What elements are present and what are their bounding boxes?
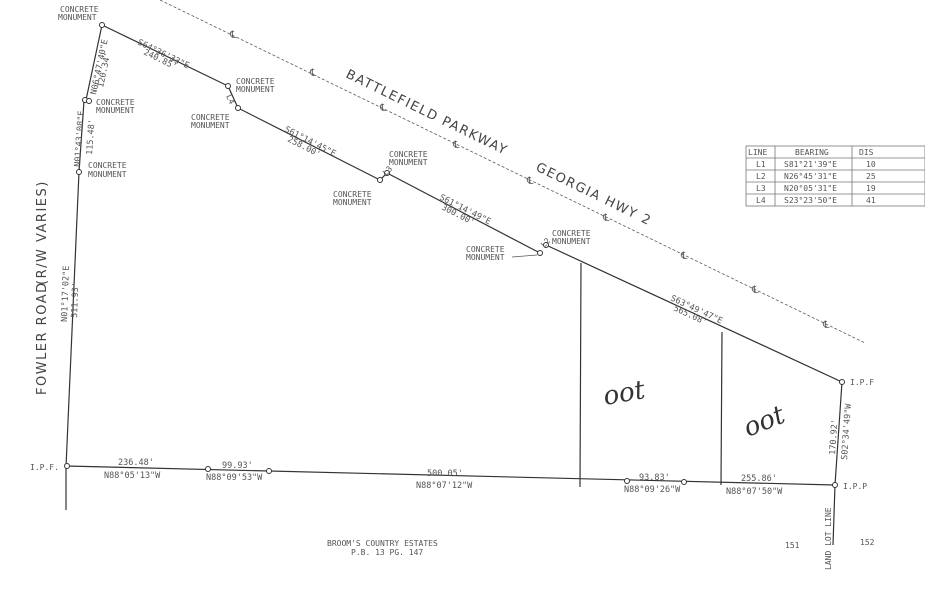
fowler-road-label: FOWLER ROAD xyxy=(35,281,50,395)
table-cell: L1 xyxy=(756,160,766,169)
centerline-symbol: ℄ xyxy=(229,30,237,41)
iron-pin-label: I.P.P xyxy=(843,482,867,491)
course-bearing: N01°17'02"E xyxy=(60,265,72,322)
monument-marker xyxy=(384,170,390,176)
centerline-symbol: ℄ xyxy=(379,103,387,114)
table-header: BEARING xyxy=(795,148,829,157)
monument-label: MONUMENT xyxy=(88,170,127,179)
line-label-l4: L4 xyxy=(224,93,236,106)
monument-marker xyxy=(76,169,82,175)
table-cell: S23°23'50"E xyxy=(784,196,837,205)
table-cell: 19 xyxy=(866,184,876,193)
table-header: DIS xyxy=(859,148,874,157)
table-cell: S81°21'39"E xyxy=(784,160,837,169)
centerline-symbol: ℄ xyxy=(452,140,460,151)
monument-label: CONCRETE xyxy=(466,245,505,254)
land-lot-151: 151 xyxy=(785,541,800,550)
course-bearing: N88°09'26"W xyxy=(624,485,681,495)
monument-label: CONCRETE xyxy=(191,113,230,122)
course-distance: 236.48' xyxy=(118,458,154,468)
course-distance: 511.93' xyxy=(70,282,81,318)
monument-label: MONUMENT xyxy=(466,253,505,262)
course-bearing: N88°07'12"W xyxy=(416,481,473,491)
monuments xyxy=(64,22,845,488)
course-distance: 170.92' xyxy=(828,419,840,455)
land-lot-line-label: LAND LOT LINE xyxy=(824,507,833,570)
line-table: LINE BEARING DIS L1 S81°21'39"E 10 L2 N2… xyxy=(745,145,925,207)
monument-label: MONUMENT xyxy=(389,158,428,167)
table-cell: N26°45'31"E xyxy=(784,172,837,181)
iron-pin-marker xyxy=(205,466,211,472)
course-bearing: N88°07'50"W xyxy=(726,487,783,497)
subdivision-name: BROOM'S COUNTRY ESTATES xyxy=(327,539,438,548)
leader-arrow xyxy=(511,254,538,258)
centerline-symbol: ℄ xyxy=(309,68,317,79)
centerline-symbol: ℄ xyxy=(526,176,534,187)
monument-label: CONCRETE xyxy=(236,77,275,86)
land-lot-152: 152 xyxy=(860,538,875,547)
monument-marker xyxy=(537,250,543,256)
course-distance: 99.93' xyxy=(222,461,253,471)
monument-marker xyxy=(99,22,105,28)
iron-pin-label: I.P.F. xyxy=(30,463,59,472)
centerline-symbol: ℄ xyxy=(602,213,610,224)
course-distance: 115.48' xyxy=(85,119,97,155)
iron-pin-marker xyxy=(64,463,70,469)
course-bearing: S02°34'49"W xyxy=(840,402,854,460)
iron-pin-marker xyxy=(832,482,838,488)
course-bearing: N01°43'08"E xyxy=(73,110,87,167)
table-header: LINE xyxy=(748,148,767,157)
course-distance: 500.05' xyxy=(427,469,463,479)
monument-label: MONUMENT xyxy=(552,237,591,246)
course-bearing: N88°05'13"W xyxy=(104,471,161,481)
monument-label: CONCRETE xyxy=(389,150,428,159)
monument-label: MONUMENT xyxy=(96,106,135,115)
right-of-way-label: (R/W VARIES) xyxy=(35,180,50,285)
course-distance: 93.83' xyxy=(639,473,670,483)
monument-label: CONCRETE xyxy=(96,98,135,107)
monument-label: CONCRETE xyxy=(60,5,99,14)
handwritten-out-note: oot xyxy=(601,375,648,412)
course-bearing: N88°09'53"W xyxy=(206,473,263,483)
iron-pin-label: I.P.F xyxy=(850,378,874,387)
monument-label: MONUMENT xyxy=(333,198,372,207)
monument-label: MONUMENT xyxy=(58,13,97,22)
monument-label: CONCRETE xyxy=(88,161,127,170)
table-cell: 10 xyxy=(866,160,876,169)
monument-labels: CONCRETE MONUMENT CONCRETE MONUMENT CONC… xyxy=(30,5,874,491)
iron-pin-marker xyxy=(624,478,630,484)
monument-label: MONUMENT xyxy=(191,121,230,130)
handwritten-out-note: oot xyxy=(739,400,789,444)
georgia-hwy-label: GEORGIA HWY 2 xyxy=(533,160,654,229)
iron-pin-marker xyxy=(681,479,687,485)
centerline-symbol: ℄ xyxy=(822,320,830,331)
monument-marker xyxy=(377,177,383,183)
battlefield-parkway-label: BATTLEFIELD PARKWAY xyxy=(343,67,510,159)
centerline-symbol: ℄ xyxy=(680,251,688,262)
plat-book-reference: P.B. 13 PG. 147 xyxy=(351,548,423,557)
table-cell: L2 xyxy=(756,172,766,181)
iron-pin-marker xyxy=(266,468,272,474)
table-cell: 41 xyxy=(866,196,876,205)
table-cell: L3 xyxy=(756,184,766,193)
monument-marker xyxy=(235,105,241,111)
course-distance: 255.86' xyxy=(741,474,777,484)
table-cell: 25 xyxy=(866,172,876,181)
monument-marker xyxy=(225,83,231,89)
table-cell: L4 xyxy=(756,196,766,205)
road-centerline: ℄ ℄ ℄ ℄ ℄ ℄ ℄ ℄ ℄ xyxy=(159,0,866,344)
table-cell: N20°05'31"E xyxy=(784,184,837,193)
centerline-symbol: ℄ xyxy=(751,285,759,296)
monument-marker xyxy=(86,98,92,104)
property-boundary xyxy=(65,24,843,546)
monument-label: CONCRETE xyxy=(552,229,591,238)
monument-label: CONCRETE xyxy=(333,190,372,199)
iron-pin-marker xyxy=(839,379,845,385)
monument-label: MONUMENT xyxy=(236,85,275,94)
monument-marker xyxy=(543,242,549,248)
